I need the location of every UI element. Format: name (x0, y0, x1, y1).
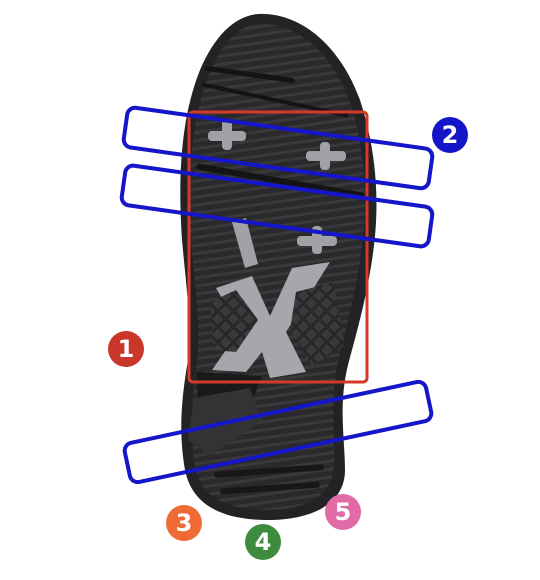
gray-cross-markers (208, 120, 346, 268)
waffle-pad-right (290, 282, 344, 366)
badge-3: 3 (166, 505, 202, 541)
highlight-frame-red (187, 110, 369, 384)
forefoot-grooves (196, 66, 364, 199)
badge-1: 1 (108, 331, 144, 367)
badge-2: 2 (432, 117, 468, 153)
heel-lugs (214, 464, 324, 495)
highlight-frame-blue (119, 105, 435, 485)
badge-4: 4 (245, 524, 281, 560)
badge-5: 5 (325, 494, 361, 530)
waffle-pad-left (210, 290, 258, 352)
